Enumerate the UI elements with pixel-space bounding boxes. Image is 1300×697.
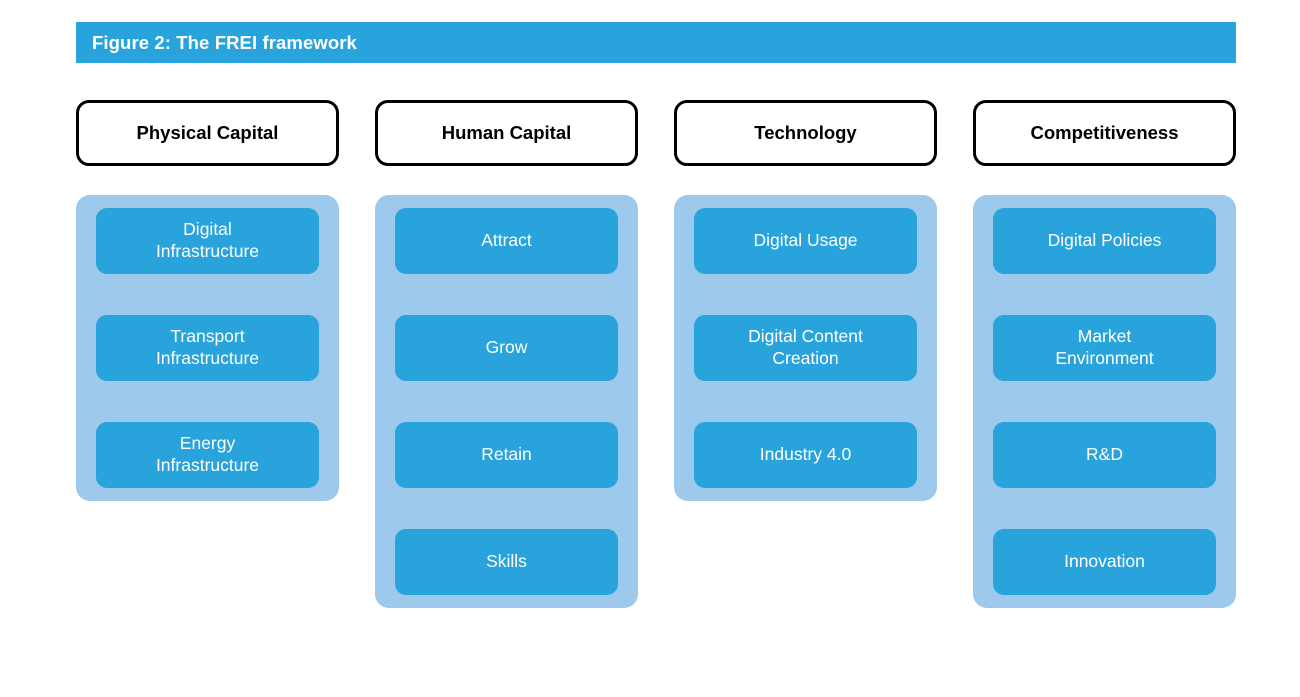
component-digital-infrastructure: Digital Infrastructure [96,208,319,274]
component-label: Retain [481,444,532,465]
pillar-header-human-capital: Human Capital [375,100,638,166]
component-label: Innovation [1064,551,1145,572]
component-label: Grow [485,337,528,358]
component-market-environment: Market Environment [993,315,1216,381]
component-label: R&D [1086,444,1123,465]
component-rd: R&D [993,422,1216,488]
pillar-body-technology: Digital Usage Digital Content Creation I… [674,195,937,501]
component-label: Digital Infrastructure [155,219,260,261]
pillar-header-competitiveness: Competitiveness [973,100,1236,166]
pillar-body-physical-capital: Digital Infrastructure Transport Infrast… [76,195,339,501]
component-skills: Skills [395,529,618,595]
pillar-title: Technology [754,122,857,144]
component-retain: Retain [395,422,618,488]
pillar-body-competitiveness: Digital Policies Market Environment R&D … [973,195,1236,608]
component-label: Digital Policies [1047,230,1162,251]
component-transport-infrastructure: Transport Infrastructure [96,315,319,381]
pillar-technology: Technology Digital Usage Digital Content… [674,100,937,501]
component-digital-policies: Digital Policies [993,208,1216,274]
figure-caption-text: Figure 2: The FREI framework [92,31,357,53]
component-digital-usage: Digital Usage [694,208,917,274]
pillar-competitiveness: Competitiveness Digital Policies Market … [973,100,1236,608]
framework-diagram: Physical Capital Digital Infrastructure … [76,100,1236,608]
pillar-header-physical-capital: Physical Capital [76,100,339,166]
pillar-title: Physical Capital [136,122,279,144]
component-label: Industry 4.0 [759,444,852,465]
component-label: Digital Content Creation [748,326,863,368]
component-industry-4-0: Industry 4.0 [694,422,917,488]
component-digital-content-creation: Digital Content Creation [694,315,917,381]
pillar-title: Human Capital [441,122,572,144]
component-label: Transport Infrastructure [155,326,260,368]
component-grow: Grow [395,315,618,381]
component-label: Digital Usage [753,230,858,251]
component-energy-infrastructure: Energy Infrastructure [96,422,319,488]
component-label: Market Environment [1055,326,1154,368]
pillar-body-human-capital: Attract Grow Retain Skills [375,195,638,608]
component-label: Attract [481,230,532,251]
pillar-physical-capital: Physical Capital Digital Infrastructure … [76,100,339,501]
pillar-title: Competitiveness [1030,122,1179,144]
component-innovation: Innovation [993,529,1216,595]
component-label: Skills [486,551,527,572]
figure-caption-bar: Figure 2: The FREI framework [76,22,1236,63]
component-attract: Attract [395,208,618,274]
pillar-header-technology: Technology [674,100,937,166]
pillar-human-capital: Human Capital Attract Grow Retain Skills [375,100,638,608]
component-label: Energy Infrastructure [155,433,260,475]
